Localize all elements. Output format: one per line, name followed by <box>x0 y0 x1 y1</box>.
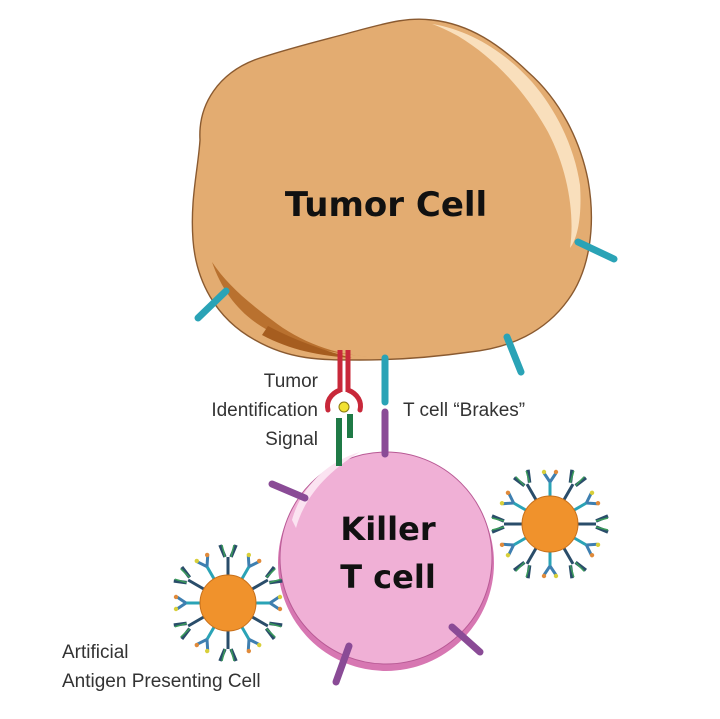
t-cell-label-line1: Killer <box>340 510 435 548</box>
apc-label-line2: Antigen Presenting Cell <box>62 671 261 692</box>
tumor-cell-highlight <box>432 24 581 248</box>
t-cell-label-line2: T cell <box>340 558 436 596</box>
tumor-receptors <box>194 238 618 406</box>
teal-receptor-left <box>194 287 230 322</box>
teal-receptor-right <box>574 238 618 263</box>
apc-right-core <box>521 495 579 553</box>
antigen-peptide <box>338 401 350 413</box>
purple-receptor-bottom <box>332 642 353 686</box>
annotation-labels: Tumor Identification Signal T cell “Brak… <box>62 371 525 692</box>
tumor-id-label-line1: Tumor <box>264 371 319 392</box>
tumor-id-label-line2: Identification <box>211 400 318 421</box>
t-cell-receptor <box>336 414 353 466</box>
tumor-cell-shadow-rim <box>262 326 352 358</box>
t-cell-receptors <box>268 408 484 686</box>
tumor-cell: Tumor Cell <box>191 18 593 361</box>
purple-receptor-right <box>448 623 484 656</box>
apc-right <box>490 468 610 580</box>
tumor-id-label-line3: Signal <box>265 429 318 450</box>
purple-receptor-left <box>268 480 309 502</box>
tumor-cell-label: Tumor Cell <box>285 185 487 225</box>
teal-receptor-bottom <box>503 333 525 376</box>
tumor-identification-signal <box>325 350 363 466</box>
apc-label-line1: Artificial <box>62 642 129 663</box>
brakes-label: T cell “Brakes” <box>403 400 525 421</box>
killer-t-cell: Killer T cell <box>278 451 494 671</box>
mhc-molecule <box>325 350 363 413</box>
apc-left <box>172 543 284 663</box>
tumor-cell-body <box>191 18 593 361</box>
apc-left-core <box>199 574 257 632</box>
